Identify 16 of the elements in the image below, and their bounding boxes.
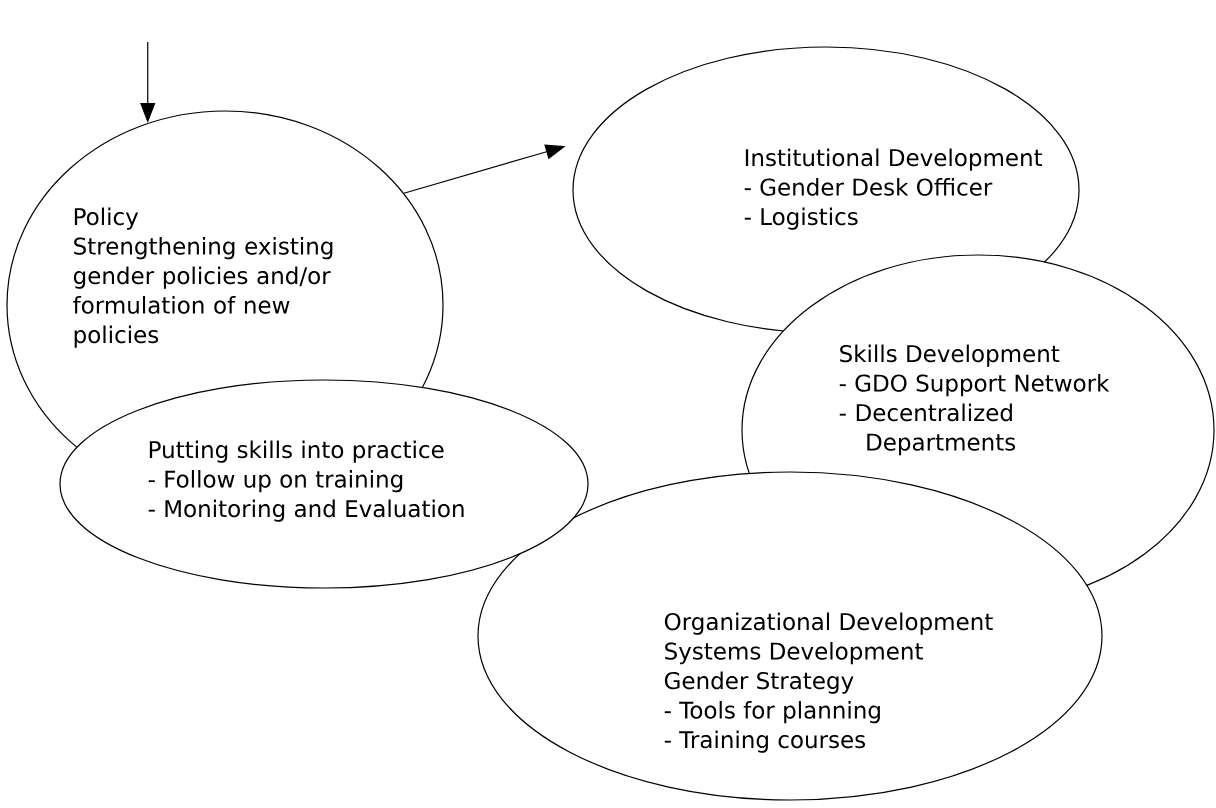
node-text: - Training courses xyxy=(664,730,866,753)
node-text: Strengthening existing gender policies and/or formulation of new policies xyxy=(73,237,333,348)
node-text: - Decentralized Departments xyxy=(839,403,1016,456)
node-text: Putting skills into practice xyxy=(149,440,444,463)
node-text: - Tools for planning xyxy=(664,701,880,724)
node-text: Institutional Development xyxy=(745,148,1043,171)
node-text: Organizational Development xyxy=(664,612,993,635)
node-text: Gender Strategy xyxy=(664,671,854,694)
node-text: Skills Development xyxy=(840,344,1060,367)
node-text: - Logistics xyxy=(744,207,858,230)
node-text: - Follow up on training xyxy=(148,470,403,493)
node-text: Systems Development xyxy=(665,642,923,665)
node-text: Policy xyxy=(74,207,139,230)
node-text: - GDO Support Network xyxy=(839,374,1110,397)
node-text: - Monitoring and Evaluation xyxy=(148,499,464,522)
node-text: - Gender Desk Officer xyxy=(744,178,993,196)
